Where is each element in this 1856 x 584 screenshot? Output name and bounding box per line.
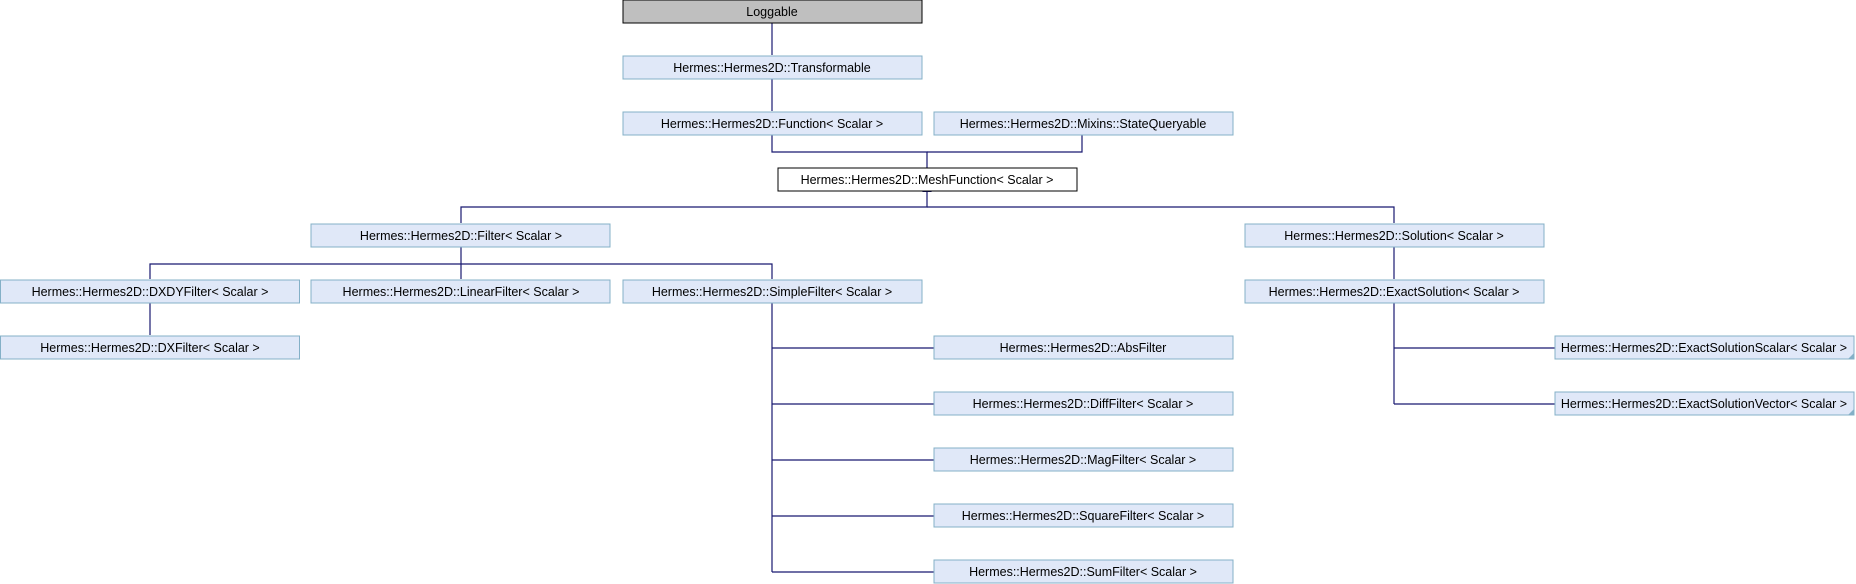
node-exact-solution-vector-label: Hermes::Hermes2D::ExactSolutionVector< S… [1561,397,1847,411]
node-exact-solution-scalar[interactable]: Hermes::Hermes2D::ExactSolutionScalar< S… [1554,335,1855,360]
node-loggable[interactable]: Loggable [622,0,923,24]
node-dxdy-filter-label: Hermes::Hermes2D::DXDYFilter< Scalar > [32,285,269,299]
node-abs-filter-label: Hermes::Hermes2D::AbsFilter [1000,341,1167,355]
node-abs-filter[interactable]: Hermes::Hermes2D::AbsFilter [933,335,1234,360]
node-diff-filter-label: Hermes::Hermes2D::DiffFilter< Scalar > [973,397,1194,411]
node-diff-filter[interactable]: Hermes::Hermes2D::DiffFilter< Scalar > [933,391,1234,416]
node-mag-filter-label: Hermes::Hermes2D::MagFilter< Scalar > [970,453,1196,467]
node-solution-label: Hermes::Hermes2D::Solution< Scalar > [1284,229,1504,243]
node-exact-solution-scalar-label: Hermes::Hermes2D::ExactSolutionScalar< S… [1561,341,1847,355]
node-simple-filter-label: Hermes::Hermes2D::SimpleFilter< Scalar > [652,285,892,299]
node-square-filter-label: Hermes::Hermes2D::SquareFilter< Scalar > [962,509,1204,523]
edge-filter-meshfunction [460,182,932,223]
node-filter[interactable]: Hermes::Hermes2D::Filter< Scalar > [310,223,611,248]
node-square-filter[interactable]: Hermes::Hermes2D::SquareFilter< Scalar > [933,503,1234,528]
node-dxdy-filter[interactable]: Hermes::Hermes2D::DXDYFilter< Scalar > [0,279,300,304]
node-transformable-label: Hermes::Hermes2D::Transformable [673,61,871,75]
node-simple-filter[interactable]: Hermes::Hermes2D::SimpleFilter< Scalar > [622,279,923,304]
node-loggable-label: Loggable [746,5,797,19]
node-mesh-function[interactable]: Hermes::Hermes2D::MeshFunction< Scalar > [777,167,1078,192]
node-mag-filter[interactable]: Hermes::Hermes2D::MagFilter< Scalar > [933,447,1234,472]
node-state-queryable[interactable]: Hermes::Hermes2D::Mixins::StateQueryable [933,111,1234,136]
node-linear-filter[interactable]: Hermes::Hermes2D::LinearFilter< Scalar > [310,279,611,304]
edge-dxdy-filter [149,263,773,279]
node-function-label: Hermes::Hermes2D::Function< Scalar > [661,117,883,131]
node-function[interactable]: Hermes::Hermes2D::Function< Scalar > [622,111,923,136]
edge-meshfunction-statequeryable [927,125,1087,153]
node-exact-solution-vector[interactable]: Hermes::Hermes2D::ExactSolutionVector< S… [1554,391,1855,416]
node-exact-solution-label: Hermes::Hermes2D::ExactSolution< Scalar … [1269,285,1520,299]
truncated-corner-icon [1848,409,1854,415]
node-state-queryable-label: Hermes::Hermes2D::Mixins::StateQueryable [960,117,1207,131]
node-solution[interactable]: Hermes::Hermes2D::Solution< Scalar > [1244,223,1545,248]
node-mesh-function-label: Hermes::Hermes2D::MeshFunction< Scalar > [801,173,1054,187]
node-filter-label: Hermes::Hermes2D::Filter< Scalar > [360,229,562,243]
edge-solution-meshfunction [927,206,1395,223]
node-sum-filter-label: Hermes::Hermes2D::SumFilter< Scalar > [969,565,1197,579]
node-transformable[interactable]: Hermes::Hermes2D::Transformable [622,55,923,80]
truncated-corner-icon [1848,353,1854,359]
node-exact-solution[interactable]: Hermes::Hermes2D::ExactSolution< Scalar … [1244,279,1545,304]
node-linear-filter-label: Hermes::Hermes2D::LinearFilter< Scalar > [343,285,580,299]
node-dx-filter-label: Hermes::Hermes2D::DXFilter< Scalar > [40,341,260,355]
edge-meshfunction-function [767,125,928,168]
node-sum-filter[interactable]: Hermes::Hermes2D::SumFilter< Scalar > [933,559,1234,584]
node-dx-filter[interactable]: Hermes::Hermes2D::DXFilter< Scalar > [0,335,300,360]
inheritance-edges [145,13,1555,573]
